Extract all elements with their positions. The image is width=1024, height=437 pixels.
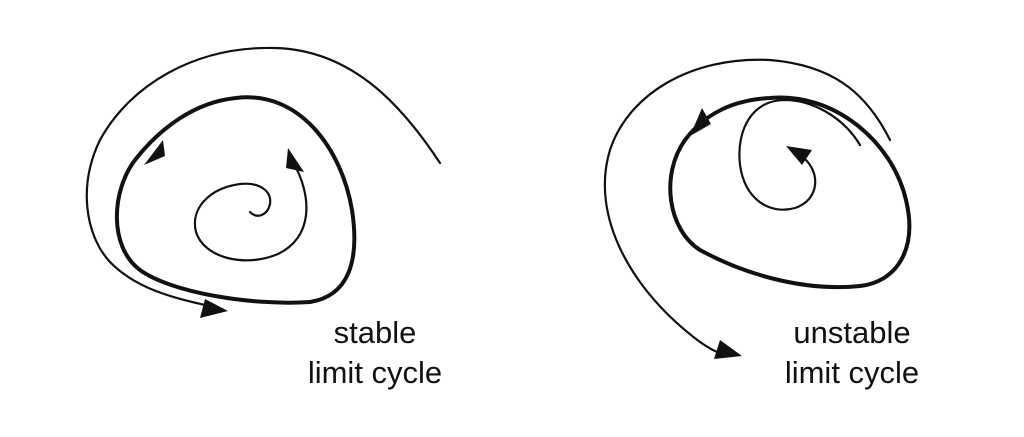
stable-outer-arrowhead: [200, 299, 228, 318]
unstable-cycle-arrowhead: [690, 108, 711, 136]
unstable-outer-trajectory: [603, 58, 892, 356]
stable-outer-trajectory: [85, 46, 442, 311]
stable-caption-line1: stable: [333, 315, 417, 350]
unstable-limit-cycle-orbit: [668, 95, 912, 290]
unstable-inner-trajectory: [738, 98, 862, 211]
unstable-caption: unstable limit cycle: [762, 313, 942, 393]
unstable-caption-line2: limit cycle: [784, 355, 920, 390]
stable-inner-arrowhead: [286, 148, 304, 172]
stable-cycle-arrowhead: [144, 140, 165, 165]
stable-caption-line2: limit cycle: [307, 355, 443, 390]
unstable-caption-line1: unstable: [793, 315, 911, 350]
stable-caption: stable limit cycle: [290, 313, 460, 393]
stable-limit-cycle-orbit: [114, 95, 357, 305]
unstable-outer-arrowhead: [714, 340, 742, 359]
stable-inner-spiral: [193, 158, 308, 262]
stable-limit-cycle-diagram: [85, 46, 442, 318]
unstable-limit-cycle-diagram: [603, 58, 912, 359]
unstable-inner-arrowhead: [786, 146, 812, 165]
